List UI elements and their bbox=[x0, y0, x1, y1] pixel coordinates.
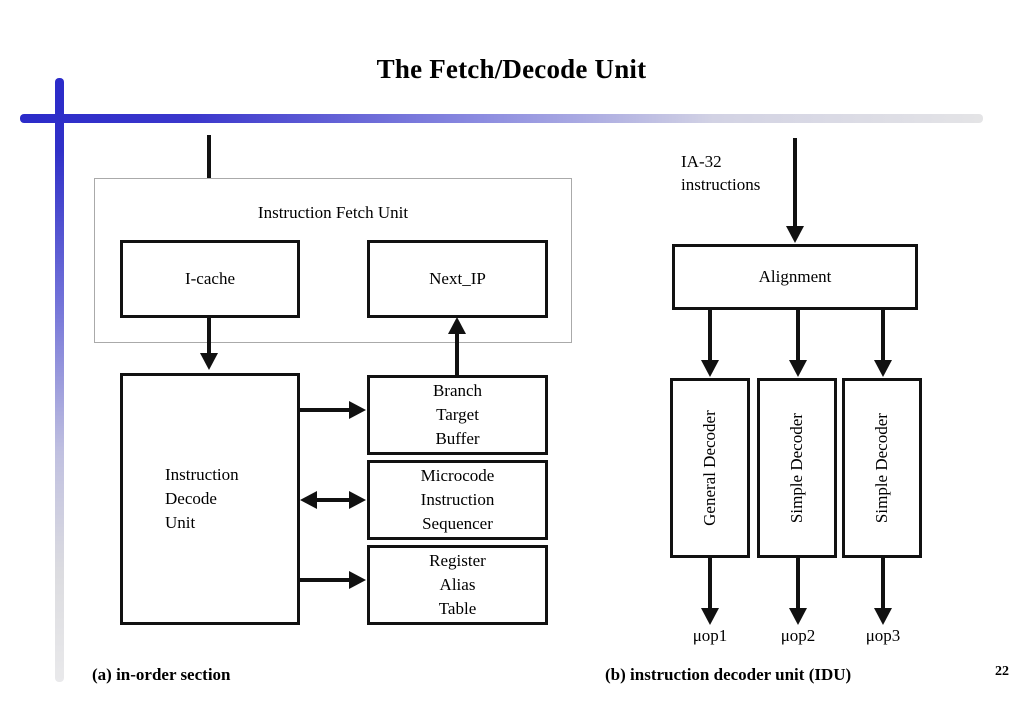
box-next-ip: Next_IP bbox=[367, 240, 548, 318]
box-general-decoder-label: General Decoder bbox=[699, 410, 719, 526]
arrowhead-alignment-to-decoder-1 bbox=[701, 360, 719, 377]
connector-alignment-to-decoder-2 bbox=[796, 310, 800, 362]
connector-decode-unit-to-sequencer bbox=[314, 498, 351, 502]
instruction-fetch-unit-label: Instruction Fetch Unit bbox=[257, 203, 409, 222]
connector-btb-to-next-ip bbox=[455, 332, 459, 377]
connector-alignment-to-decoder-3 bbox=[881, 310, 885, 362]
box-register-alias-table-label: Register Alias Table bbox=[429, 550, 486, 619]
arrowhead-icache-to-decode-unit bbox=[200, 353, 218, 370]
box-microcode-instruction-sequencer: Microcode Instruction Sequencer bbox=[367, 460, 548, 540]
caption-instruction-decoder-unit: (b) instruction decoder unit (IDU) bbox=[605, 665, 852, 684]
box-branch-target-buffer: Branch Target Buffer bbox=[367, 375, 548, 455]
decorative-horizontal-bar bbox=[20, 114, 983, 123]
label-uop3: μop3 bbox=[865, 626, 901, 645]
box-instruction-decode-unit: Instruction Decode Unit bbox=[120, 373, 300, 625]
connector-decoder-1-to-uop1 bbox=[708, 558, 712, 610]
arrowhead-btb-to-next-ip bbox=[448, 317, 466, 334]
box-microcode-instruction-sequencer-label: Microcode Instruction Sequencer bbox=[420, 465, 495, 534]
box-alignment-label: Alignment bbox=[758, 266, 832, 286]
arrowhead-decoder-1-to-uop1 bbox=[701, 608, 719, 625]
connector-decode-unit-to-btb bbox=[300, 408, 351, 412]
box-alignment: Alignment bbox=[672, 244, 918, 310]
box-branch-target-buffer-label: Branch Target Buffer bbox=[432, 380, 483, 449]
label-uop1: μop1 bbox=[692, 626, 728, 645]
box-instruction-decode-unit-label: Instruction Decode Unit bbox=[165, 464, 239, 533]
connector-decoder-3-to-uop3 bbox=[881, 558, 885, 610]
arrowhead-alignment-to-decoder-3 bbox=[874, 360, 892, 377]
box-simple-decoder-2-label: Simple Decoder bbox=[871, 413, 891, 523]
box-icache: I-cache bbox=[120, 240, 300, 318]
arrowhead-decoder-2-to-uop2 bbox=[789, 608, 807, 625]
connector-alignment-to-decoder-1 bbox=[708, 310, 712, 362]
caption-in-order-section: (a) in-order section bbox=[92, 665, 231, 684]
box-register-alias-table: Register Alias Table bbox=[367, 545, 548, 625]
box-next-ip-label: Next_IP bbox=[429, 268, 486, 288]
arrowhead-decode-unit-to-rat bbox=[349, 571, 366, 589]
arrowhead-decode-unit-to-btb bbox=[349, 401, 366, 419]
page-number: 22 bbox=[995, 664, 1009, 679]
arrowhead-decode-unit-to-sequencer-right bbox=[349, 491, 366, 509]
label-uop2: μop2 bbox=[780, 626, 816, 645]
decorative-vertical-bar bbox=[55, 78, 64, 682]
connector-decoder-2-to-uop2 bbox=[796, 558, 800, 610]
connector-decode-unit-to-rat bbox=[300, 578, 351, 582]
page-title: The Fetch/Decode Unit bbox=[376, 54, 647, 84]
arrowhead-decoder-3-to-uop3 bbox=[874, 608, 892, 625]
arrowhead-decode-unit-to-sequencer-left bbox=[300, 491, 317, 509]
label-ia32-instructions: IA-32 instructions bbox=[681, 152, 761, 194]
box-general-decoder: General Decoder bbox=[670, 378, 750, 558]
box-simple-decoder-1-label: Simple Decoder bbox=[786, 413, 806, 523]
connector-input-to-alignment bbox=[793, 138, 797, 228]
box-simple-decoder-1: Simple Decoder bbox=[757, 378, 837, 558]
arrowhead-input-to-alignment bbox=[786, 226, 804, 243]
arrowhead-alignment-to-decoder-2 bbox=[789, 360, 807, 377]
box-icache-label: I-cache bbox=[184, 268, 235, 288]
connector-icache-to-decode-unit bbox=[207, 318, 211, 356]
box-simple-decoder-2: Simple Decoder bbox=[842, 378, 922, 558]
